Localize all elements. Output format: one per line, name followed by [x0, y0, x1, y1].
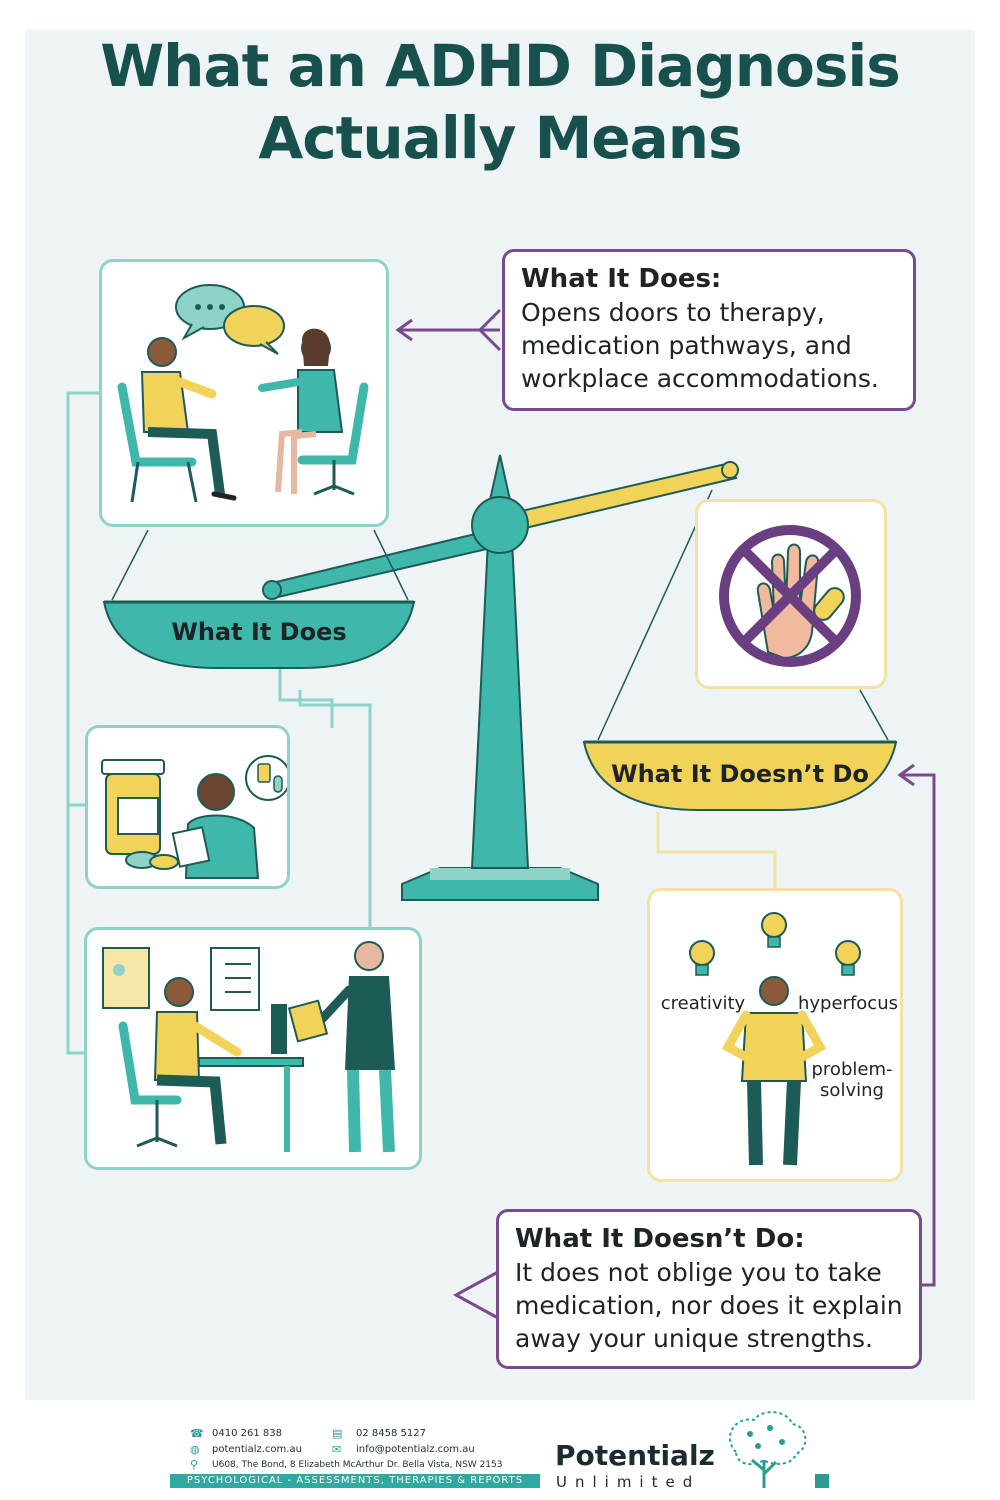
footer-phone[interactable]: 0410 261 838 [212, 1428, 282, 1439]
therapy-conversation-icon [117, 284, 369, 503]
no-obligation-card [695, 499, 887, 689]
footer-website[interactable]: potentialz.com.au [212, 1444, 302, 1455]
brand-accent-square [815, 1474, 829, 1488]
footer-fax[interactable]: 02 8458 5127 [356, 1428, 426, 1439]
phone-icon: ☎ [190, 1427, 204, 1440]
globe-icon: ◍ [190, 1443, 200, 1456]
callout-does-body: Opens doors to therapy, medication pathw… [521, 298, 879, 393]
strength-label: creativity [660, 993, 746, 1014]
medication-illustration-card [85, 725, 291, 889]
callout-what-it-doesnt-do: What It Doesn’t Do: It does not oblige y… [496, 1209, 922, 1369]
lightbulb-icon [689, 940, 715, 976]
fax-icon: ▤ [332, 1427, 343, 1440]
brain-tree-logo-icon [729, 1411, 807, 1488]
strengths-card: creativity hyperfocus problem- solving [647, 888, 903, 1182]
footer-email[interactable]: info@potentialz.com.au [356, 1444, 475, 1455]
strengths-person-icon [689, 912, 861, 1166]
location-pin-icon: ⚲ [190, 1458, 199, 1471]
medication-pharmacist-icon [101, 755, 291, 879]
right-pan-label: What It Doesn’t Do [611, 760, 869, 788]
email-icon: ✉ [332, 1443, 342, 1456]
footer-address: U608, The Bond, 8 Elizabeth McArthur Dr.… [212, 1460, 503, 1470]
footer-tagline: PSYCHOLOGICAL - ASSESSMENTS, THERAPIES &… [170, 1474, 540, 1488]
callout-doesnt-heading: What It Doesn’t Do: [515, 1224, 805, 1254]
callout-does-heading: What It Does: [521, 264, 722, 294]
brand-subtitle: Unlimited [556, 1473, 701, 1491]
lightbulb-icon [835, 940, 861, 976]
callout-doesnt-body: It does not oblige you to take medicatio… [515, 1258, 903, 1353]
therapy-illustration-card [99, 259, 389, 527]
page-title: What an ADHD Diagnosis Actually Means [100, 32, 901, 172]
balance-scale-diagram [66, 308, 936, 1320]
callout-what-it-does: What It Does: Opens doors to therapy, me… [502, 249, 916, 411]
lightbulb-icon [761, 912, 787, 948]
brand-name: Potentialz [555, 1439, 715, 1472]
strength-label: problem- solving [811, 1059, 893, 1101]
left-pan-label: What It Does [171, 618, 347, 646]
workplace-illustration-card [84, 927, 422, 1170]
workplace-accommodation-icon [102, 941, 395, 1153]
no-forced-medication-icon [719, 525, 861, 667]
strength-label: hyperfocus [798, 993, 898, 1014]
